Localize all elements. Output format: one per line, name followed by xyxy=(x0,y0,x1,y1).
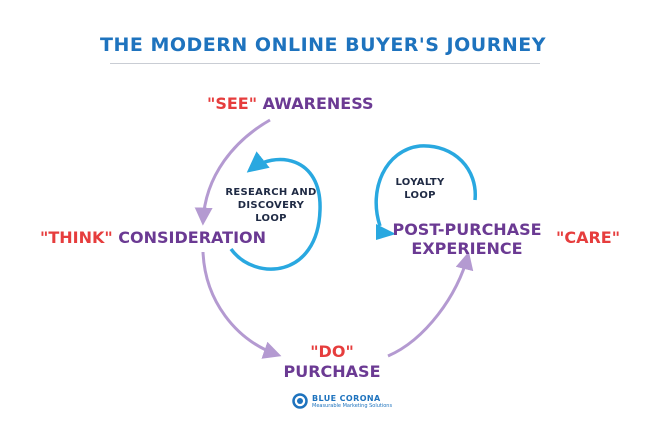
loyalty-loop-arrow xyxy=(374,144,477,227)
loyalty-loop-arrowhead xyxy=(376,224,396,240)
stage-purchase: "DO" PURCHASE xyxy=(282,342,382,382)
label-experience: EXPERIENCE xyxy=(411,239,523,258)
research-loop-label: RESEARCH AND DISCOVERY LOOP xyxy=(222,186,320,225)
research-loop-arrow xyxy=(229,151,322,271)
label-consideration: CONSIDERATION xyxy=(118,228,267,247)
research-loop-line2: DISCOVERY xyxy=(237,200,305,211)
label-purchase: PURCHASE xyxy=(283,362,381,381)
quote-see: "SEE" xyxy=(207,94,258,113)
label-post-purchase: POST-PURCHASE xyxy=(392,220,542,239)
loyalty-loop-label: LOYALTY LOOP xyxy=(385,176,455,202)
logo-name: BLUE CORONA xyxy=(312,393,381,403)
stage-post-purchase: POST-PURCHASE EXPERIENCE xyxy=(392,220,542,258)
loyalty-loop-line1: LOYALTY xyxy=(395,177,445,188)
title-divider xyxy=(110,63,540,64)
stage-consideration: "THINK" CONSIDERATION xyxy=(40,228,266,247)
loyalty-loop-line2: LOOP xyxy=(404,190,436,201)
logo-tagline: Measurable Marketing Solutions xyxy=(312,402,393,409)
stage-awareness: "SEE" AWARENESS xyxy=(207,94,374,113)
quote-think: "THINK" xyxy=(40,228,113,247)
arrow-awareness-to-consideration xyxy=(194,118,271,226)
blue-corona-logo: BLUE CORONA Measurable Marketing Solutio… xyxy=(292,393,392,409)
arrow-consideration-to-purchase xyxy=(201,251,282,359)
quote-do: "DO" xyxy=(310,342,354,361)
label-awareness: AWARENESS xyxy=(262,94,374,113)
corona-ring-icon xyxy=(292,393,308,409)
diagram-title: THE MODERN ONLINE BUYER'S JOURNEY xyxy=(100,34,546,56)
arrow-purchase-to-postpurchase xyxy=(387,251,474,358)
research-loop-line1: RESEARCH AND xyxy=(225,187,317,198)
research-loop-line3: LOOP xyxy=(255,213,287,224)
quote-care: "CARE" xyxy=(556,228,621,247)
